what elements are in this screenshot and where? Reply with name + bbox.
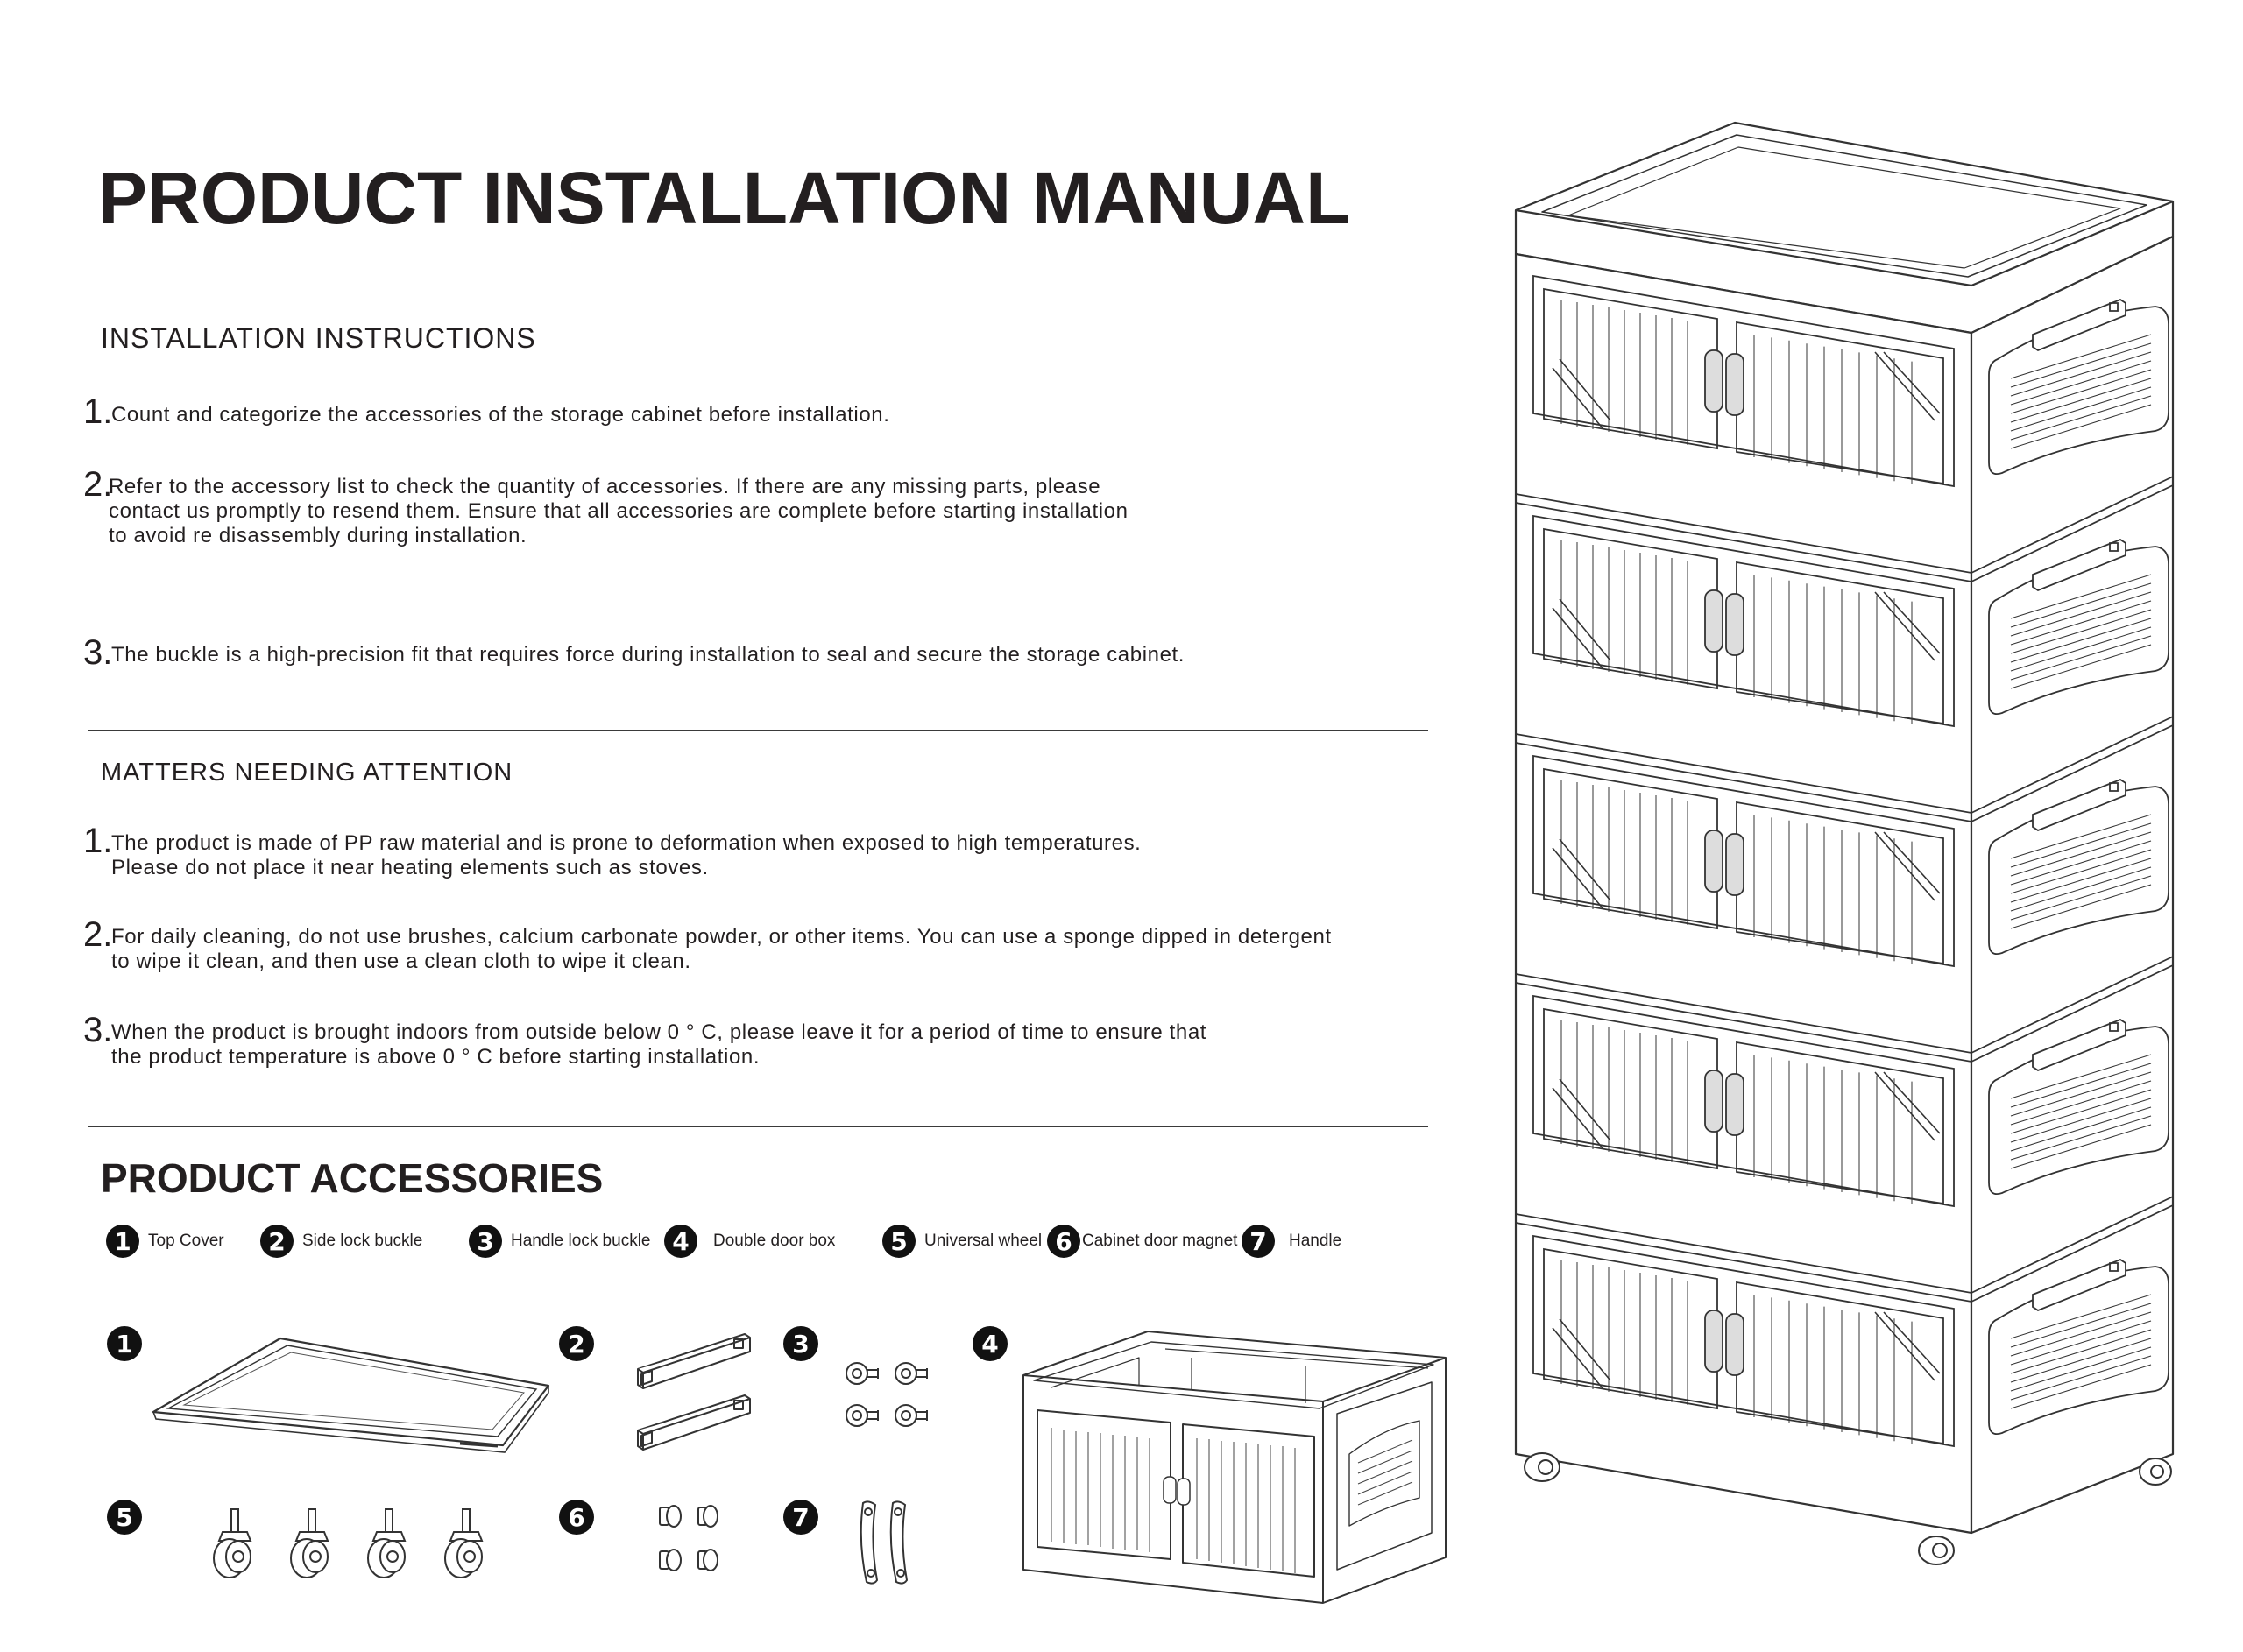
part-marker-4: 4 (973, 1326, 1008, 1361)
handle-lock-buckle-icon (843, 1358, 939, 1437)
legend-number: 1 (106, 1225, 139, 1258)
installation-heading: INSTALLATION INSTRUCTIONS (101, 322, 536, 354)
cabinet-tier (1516, 276, 2173, 1446)
legend-label: Handle (1289, 1232, 1342, 1250)
installation-item-3-number: 3. (83, 633, 113, 672)
legend-label: Universal wheel (924, 1232, 1043, 1250)
legend-number: 2 (260, 1225, 294, 1258)
part-marker-6: 6 (559, 1500, 594, 1535)
attention-item-3-text: When the product is brought indoors from… (111, 1020, 1207, 1069)
handle-icon (854, 1498, 916, 1594)
installation-item-2-number: 2. (83, 465, 113, 504)
part-marker-2: 2 (559, 1326, 594, 1361)
attention-item-2-number: 2. (83, 915, 113, 954)
page-title: PRODUCT INSTALLATION MANUAL (98, 157, 1351, 239)
top-cover-icon (149, 1331, 552, 1454)
legend-label: Top Cover (148, 1232, 224, 1250)
double-door-box-icon (1016, 1323, 1454, 1612)
legend-item-handle: 7 Handle (1242, 1223, 1341, 1260)
attention-heading: MATTERS NEEDING ATTENTION (101, 759, 513, 787)
legend-number: 5 (882, 1225, 916, 1258)
part-marker-5: 5 (107, 1500, 142, 1535)
attention-item-3-number: 3. (83, 1011, 113, 1049)
legend-number: 4 (664, 1225, 697, 1258)
storage-cabinet-illustration (1507, 114, 2190, 1568)
attention-item-1-text: The product is made of PP raw material a… (111, 831, 1142, 879)
legend-number: 6 (1047, 1225, 1080, 1258)
legend-label: Side lock buckle (302, 1232, 423, 1250)
part-marker-1: 1 (107, 1326, 142, 1361)
divider (88, 1126, 1428, 1127)
installation-item-1-number: 1. (83, 392, 113, 431)
legend-label: Cabinet door magnet (1082, 1232, 1238, 1250)
legend-item-top-cover: 1 Top Cover (106, 1223, 224, 1260)
legend-number: 7 (1242, 1225, 1275, 1258)
part-marker-3: 3 (783, 1326, 818, 1361)
divider (88, 730, 1428, 731)
attention-item-1-number: 1. (83, 822, 113, 860)
part-marker-7: 7 (783, 1500, 818, 1535)
legend-number: 3 (469, 1225, 502, 1258)
legend-label: Handle lock buckle (511, 1232, 651, 1250)
installation-item-2-text: Refer to the accessory list to check the… (109, 475, 1129, 547)
attention-item-2-text: For daily cleaning, do not use brushes, … (111, 925, 1332, 973)
cabinet-door-magnet-icon (653, 1502, 732, 1581)
legend-label: Double door box (713, 1232, 836, 1250)
legend-item-side-lock-buckle: 2 Side lock buckle (260, 1223, 422, 1260)
accessories-heading: PRODUCT ACCESSORIES (101, 1155, 604, 1201)
legend-item-double-door-box: 4 Double door box (664, 1223, 835, 1260)
legend-item-universal-wheel: 5 Universal wheel (882, 1223, 1042, 1260)
legend-item-cabinet-door-magnet: 6 Cabinet door magnet (1047, 1223, 1237, 1260)
legend-item-handle-lock-buckle: 3 Handle lock buckle (469, 1223, 650, 1260)
installation-item-3-text: The buckle is a high-precision fit that … (111, 643, 1185, 667)
side-lock-buckle-icon (631, 1327, 762, 1467)
universal-wheel-icon (210, 1502, 508, 1590)
installation-item-1-text: Count and categorize the accessories of … (111, 403, 890, 427)
